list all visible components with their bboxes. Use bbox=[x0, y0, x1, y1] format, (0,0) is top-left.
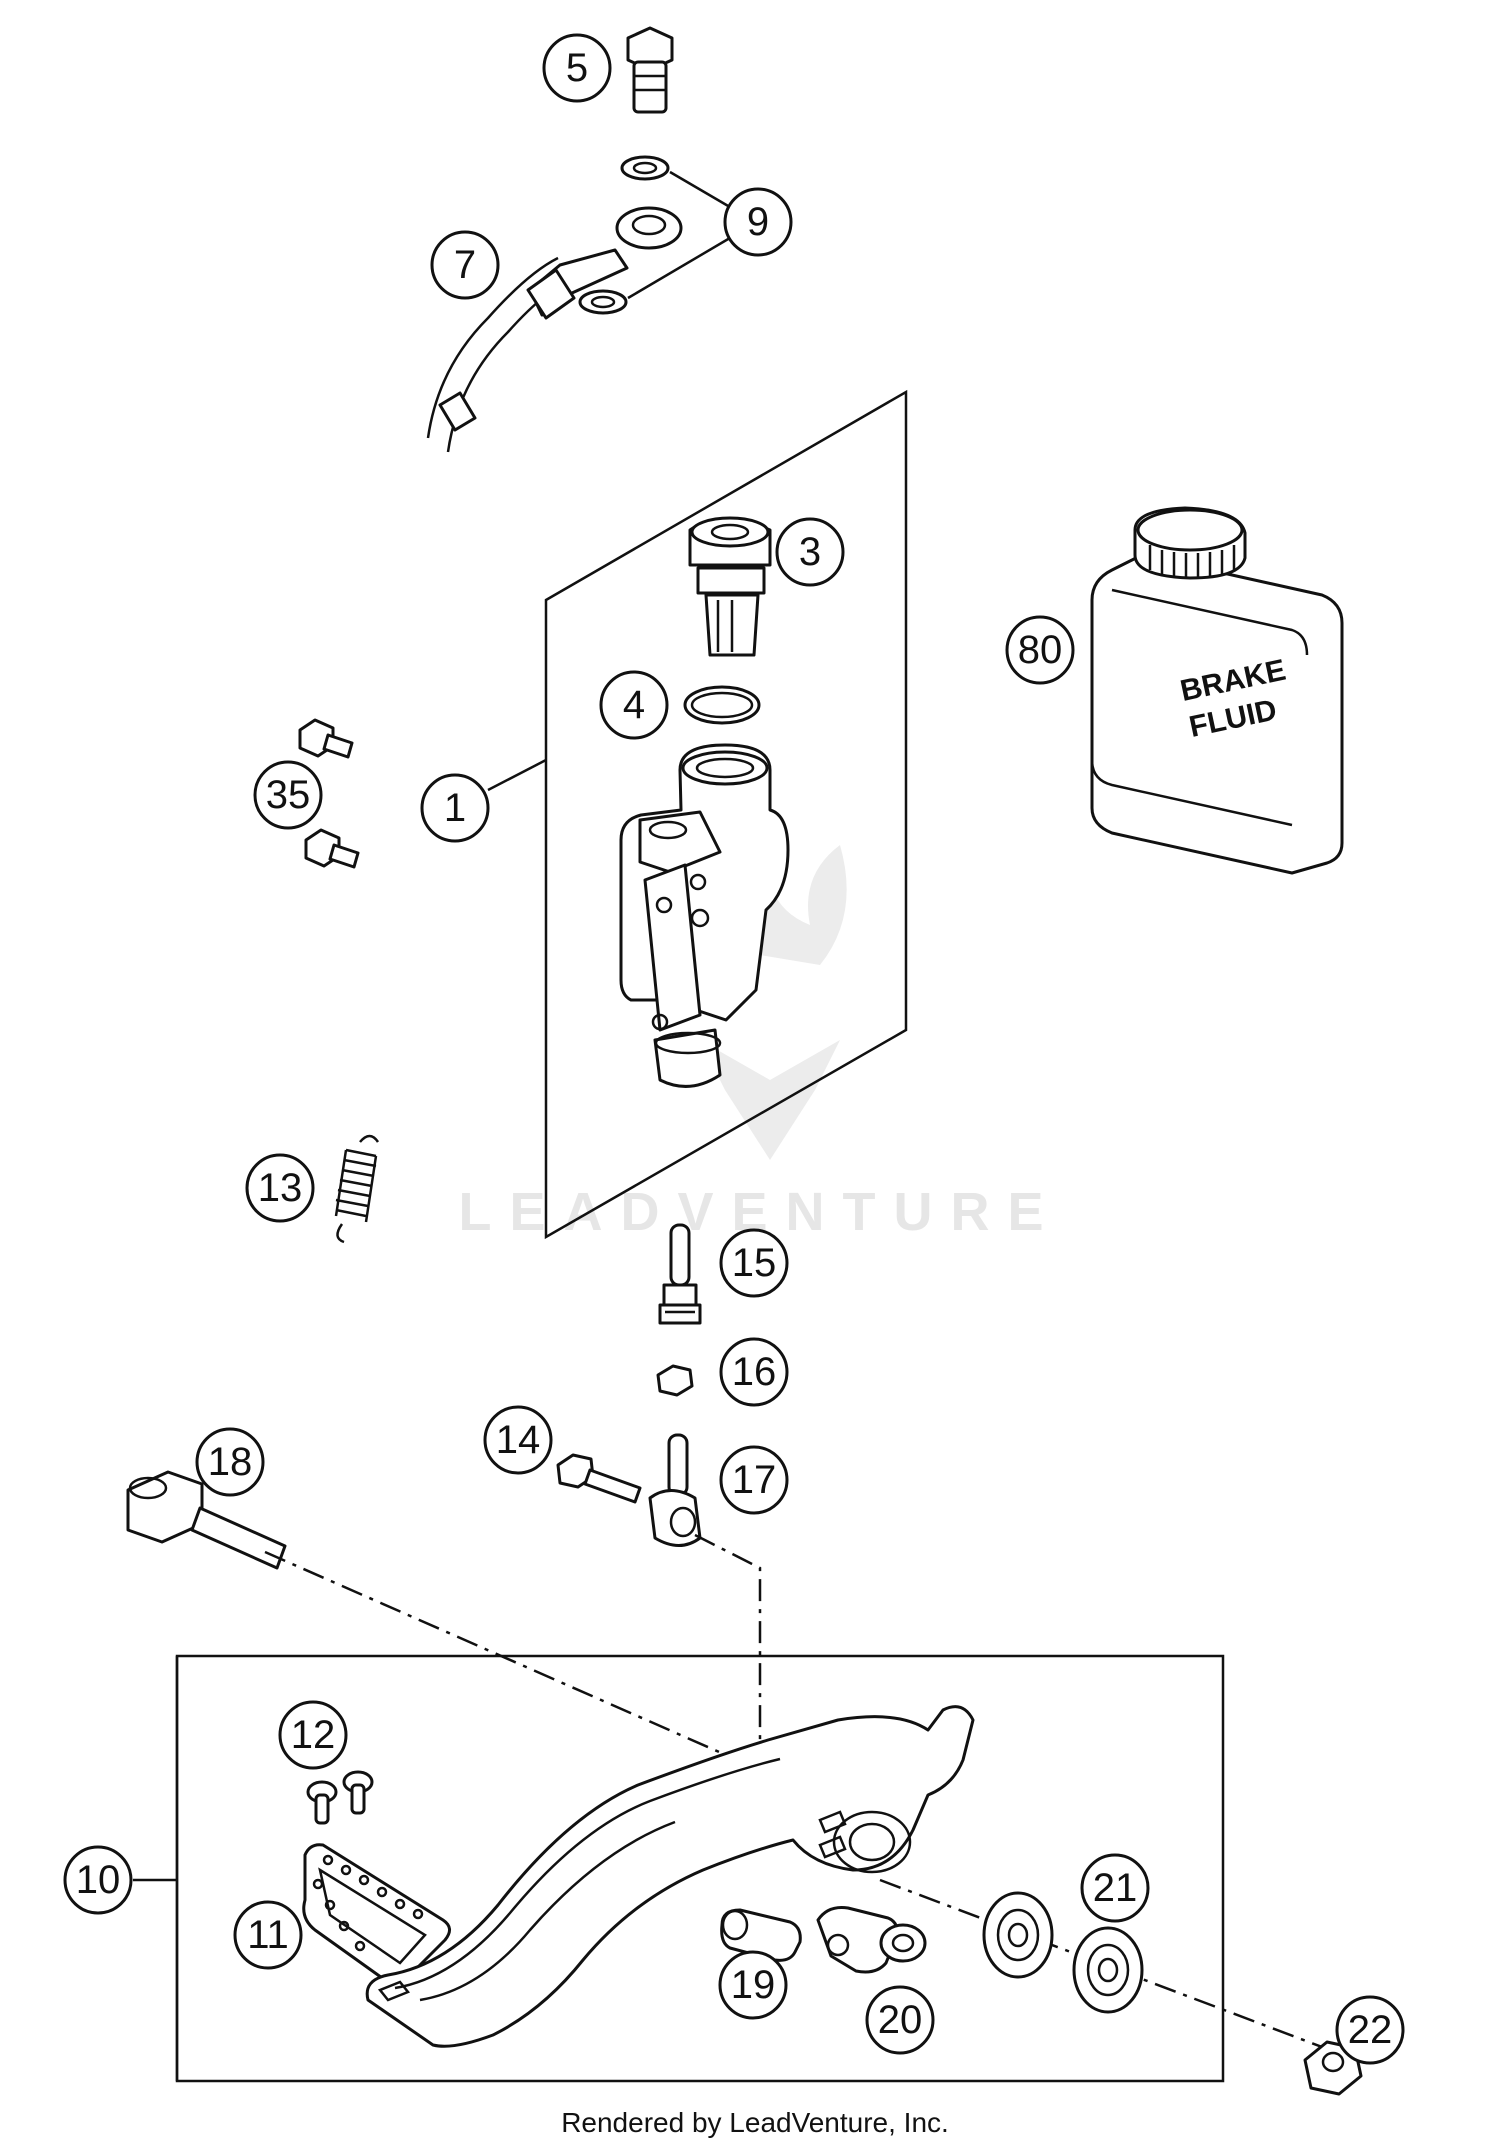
callout-22[interactable]: 22 bbox=[1335, 1995, 1405, 2065]
callout-15-label: 15 bbox=[732, 1241, 777, 1285]
part-brake-hose bbox=[426, 206, 683, 453]
callout-80-label: 80 bbox=[1018, 628, 1063, 672]
callout-21-label: 21 bbox=[1093, 1866, 1138, 1910]
callout-4-label: 4 bbox=[623, 683, 645, 727]
callout-1[interactable]: 1 bbox=[420, 773, 490, 843]
part-bolt bbox=[556, 1453, 642, 1504]
callout-17-label: 17 bbox=[732, 1458, 777, 1502]
part-o-ring bbox=[683, 685, 761, 725]
callout-7[interactable]: 7 bbox=[430, 230, 500, 300]
callout-12[interactable]: 12 bbox=[278, 1700, 348, 1770]
callout-19-label: 19 bbox=[731, 1963, 776, 2007]
callout-11[interactable]: 11 bbox=[233, 1900, 303, 1970]
callout-12-label: 12 bbox=[291, 1713, 336, 1757]
leader-lines bbox=[487, 758, 547, 792]
part-pivot-bolt bbox=[126, 1470, 287, 1570]
part-clevis bbox=[648, 1433, 702, 1547]
part-brake-fluid-can: BRAKE FLUID bbox=[1090, 506, 1344, 875]
callout-1-label: 1 bbox=[444, 786, 466, 830]
part-screws bbox=[298, 718, 360, 869]
callout-20[interactable]: 20 bbox=[865, 1985, 935, 2055]
callout-10-label: 10 bbox=[76, 1858, 121, 1902]
part-brake-lever bbox=[365, 1705, 975, 2048]
callout-22-label: 22 bbox=[1348, 2008, 1393, 2052]
part-tip-screws bbox=[306, 1770, 374, 1825]
callout-35[interactable]: 35 bbox=[253, 760, 323, 830]
callout-19[interactable]: 19 bbox=[718, 1950, 788, 2020]
part-reservoir-fitting bbox=[688, 516, 772, 657]
callout-13-label: 13 bbox=[258, 1166, 303, 1210]
callout-35-label: 35 bbox=[266, 773, 311, 817]
callout-14[interactable]: 14 bbox=[483, 1405, 553, 1475]
callout-7-label: 7 bbox=[454, 243, 476, 287]
part-pin bbox=[720, 1908, 802, 1962]
part-master-cylinder bbox=[619, 743, 790, 1088]
part-pushrod bbox=[658, 1223, 702, 1325]
footer-credit: Rendered by LeadVenture, Inc. bbox=[561, 2107, 949, 2138]
callout-9-label: 9 bbox=[747, 200, 769, 244]
callout-18[interactable]: 18 bbox=[195, 1427, 265, 1497]
assembly-frame bbox=[544, 389, 908, 1240]
callout-3[interactable]: 3 bbox=[775, 517, 845, 587]
part-washers bbox=[578, 155, 736, 315]
callout-14-label: 14 bbox=[496, 1418, 541, 1462]
centerline-pivot bbox=[264, 1550, 761, 1772]
part-spring bbox=[334, 1134, 380, 1244]
callout-13[interactable]: 13 bbox=[245, 1153, 315, 1223]
callout-11-label: 11 bbox=[247, 1913, 289, 1957]
callout-15[interactable]: 15 bbox=[719, 1228, 789, 1298]
callout-16-label: 16 bbox=[732, 1350, 777, 1394]
callout-18-label: 18 bbox=[208, 1440, 253, 1484]
callout-4[interactable]: 4 bbox=[599, 670, 669, 740]
callout-20-label: 20 bbox=[878, 1998, 923, 2042]
part-bushing bbox=[879, 1923, 927, 1963]
part-bearings bbox=[982, 1891, 1144, 2014]
callout-9[interactable]: 9 bbox=[723, 187, 793, 257]
callout-21[interactable]: 21 bbox=[1080, 1853, 1150, 1923]
callout-17[interactable]: 17 bbox=[719, 1445, 789, 1515]
callout-3-label: 3 bbox=[799, 530, 821, 574]
part-nut bbox=[656, 1364, 694, 1397]
callout-16[interactable]: 16 bbox=[719, 1337, 789, 1407]
callout-5-label: 5 bbox=[566, 46, 588, 90]
callout-80[interactable]: 80 bbox=[1005, 615, 1075, 685]
callout-5[interactable]: 5 bbox=[542, 33, 612, 103]
part-banjo-bolt bbox=[626, 26, 674, 114]
callout-10[interactable]: 10 bbox=[63, 1845, 133, 1915]
